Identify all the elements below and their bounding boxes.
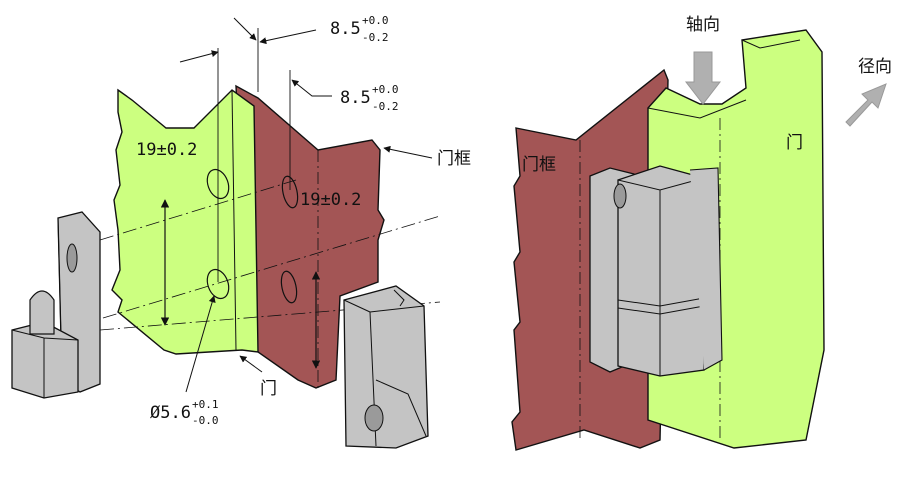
svg-text:Ø5.6: Ø5.6 xyxy=(150,403,191,423)
left-door-panel xyxy=(111,88,259,355)
left-hinge-leaf xyxy=(11,211,101,399)
label-frame-left: 门框 xyxy=(437,149,471,169)
dim-right-spacing: 19±0.2 xyxy=(300,190,361,210)
axial-arrow-icon xyxy=(684,51,722,105)
label-axial: 轴向 xyxy=(686,15,720,35)
svg-text:+0.1: +0.1 xyxy=(192,398,219,411)
svg-text:8.5: 8.5 xyxy=(340,88,371,108)
dim-left-spacing: 19±0.2 xyxy=(136,140,197,160)
dim-right-gap: 8.5 +0.0 -0.2 xyxy=(340,83,399,113)
right-hinge-assembly xyxy=(589,165,723,377)
label-door-right: 门 xyxy=(786,133,803,153)
svg-text:-0.2: -0.2 xyxy=(372,100,399,113)
svg-text:-0.2: -0.2 xyxy=(362,31,389,44)
left-figure: 8.5 +0.0 -0.2 8.5 +0.0 -0.2 19±0.2 19±0.… xyxy=(11,14,471,449)
label-radial: 径向 xyxy=(858,57,892,77)
label-frame-right: 门框 xyxy=(522,155,556,175)
left-door-frame xyxy=(235,84,385,389)
svg-text:+0.0: +0.0 xyxy=(372,83,399,96)
right-hinge-leaf xyxy=(343,285,429,449)
svg-text:+0.0: +0.0 xyxy=(362,14,389,27)
right-figure: 轴向 径向 门 门框 xyxy=(511,15,892,451)
svg-text:-0.0: -0.0 xyxy=(192,414,219,427)
dim-top-gap: 8.5 +0.0 -0.2 xyxy=(330,14,389,44)
radial-arrow-icon xyxy=(845,83,887,127)
svg-text:8.5: 8.5 xyxy=(330,19,361,39)
label-door-left: 门 xyxy=(260,379,277,399)
dim-hole: Ø5.6 +0.1 -0.0 xyxy=(150,398,219,427)
